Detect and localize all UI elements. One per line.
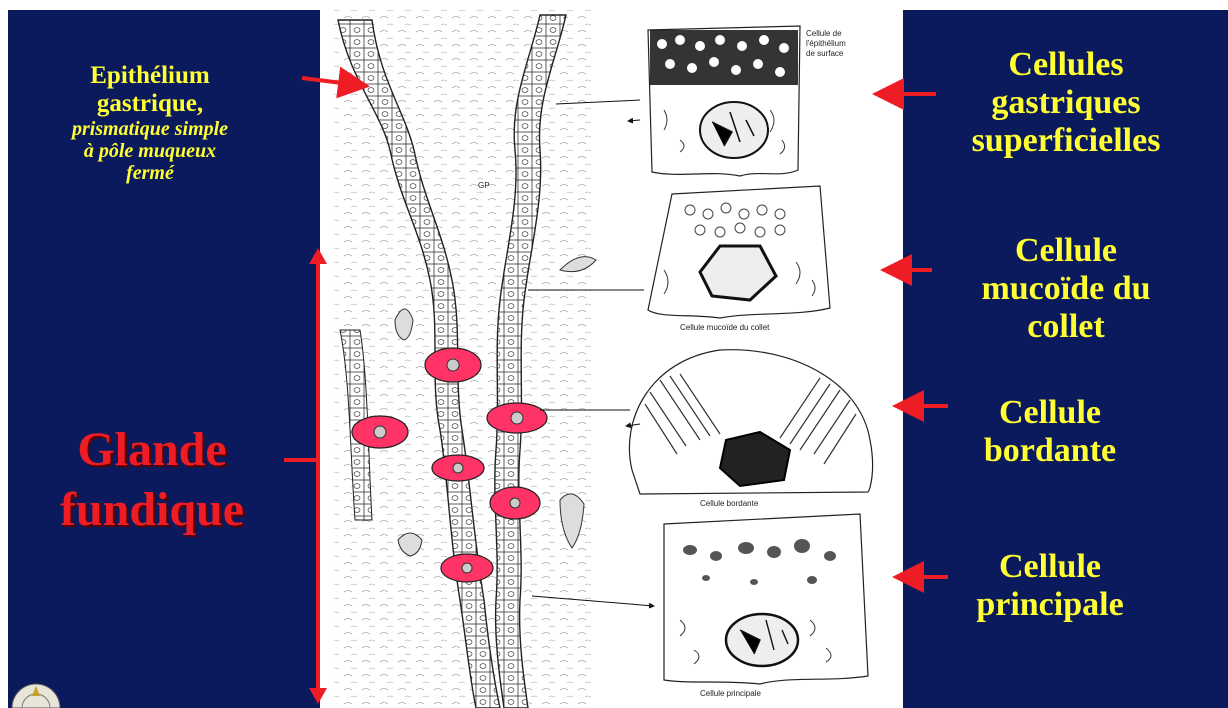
principale-caption: Cellule principale bbox=[700, 689, 761, 698]
surface-caption-2: l'épithélium bbox=[806, 39, 846, 48]
surface-caption-3: de surface bbox=[806, 49, 844, 58]
chief-cell-drawing: Cellule principale bbox=[664, 514, 868, 698]
gp-caption: GP bbox=[478, 181, 490, 190]
surface-caption-1: Cellule de bbox=[806, 29, 842, 38]
mucoide-caption: Cellule mucoïde du collet bbox=[680, 323, 770, 332]
parietal-cell-drawing: Cellule bordante bbox=[629, 350, 872, 508]
bordante-caption: Cellule bordante bbox=[700, 499, 759, 508]
mucoid-cell-drawing: Cellule mucoïde du collet bbox=[648, 186, 830, 332]
institution-logo bbox=[8, 672, 64, 708]
surface-cell-drawing: Cellule de l'épithélium de surface bbox=[648, 26, 846, 176]
glande-bracket bbox=[284, 248, 327, 704]
